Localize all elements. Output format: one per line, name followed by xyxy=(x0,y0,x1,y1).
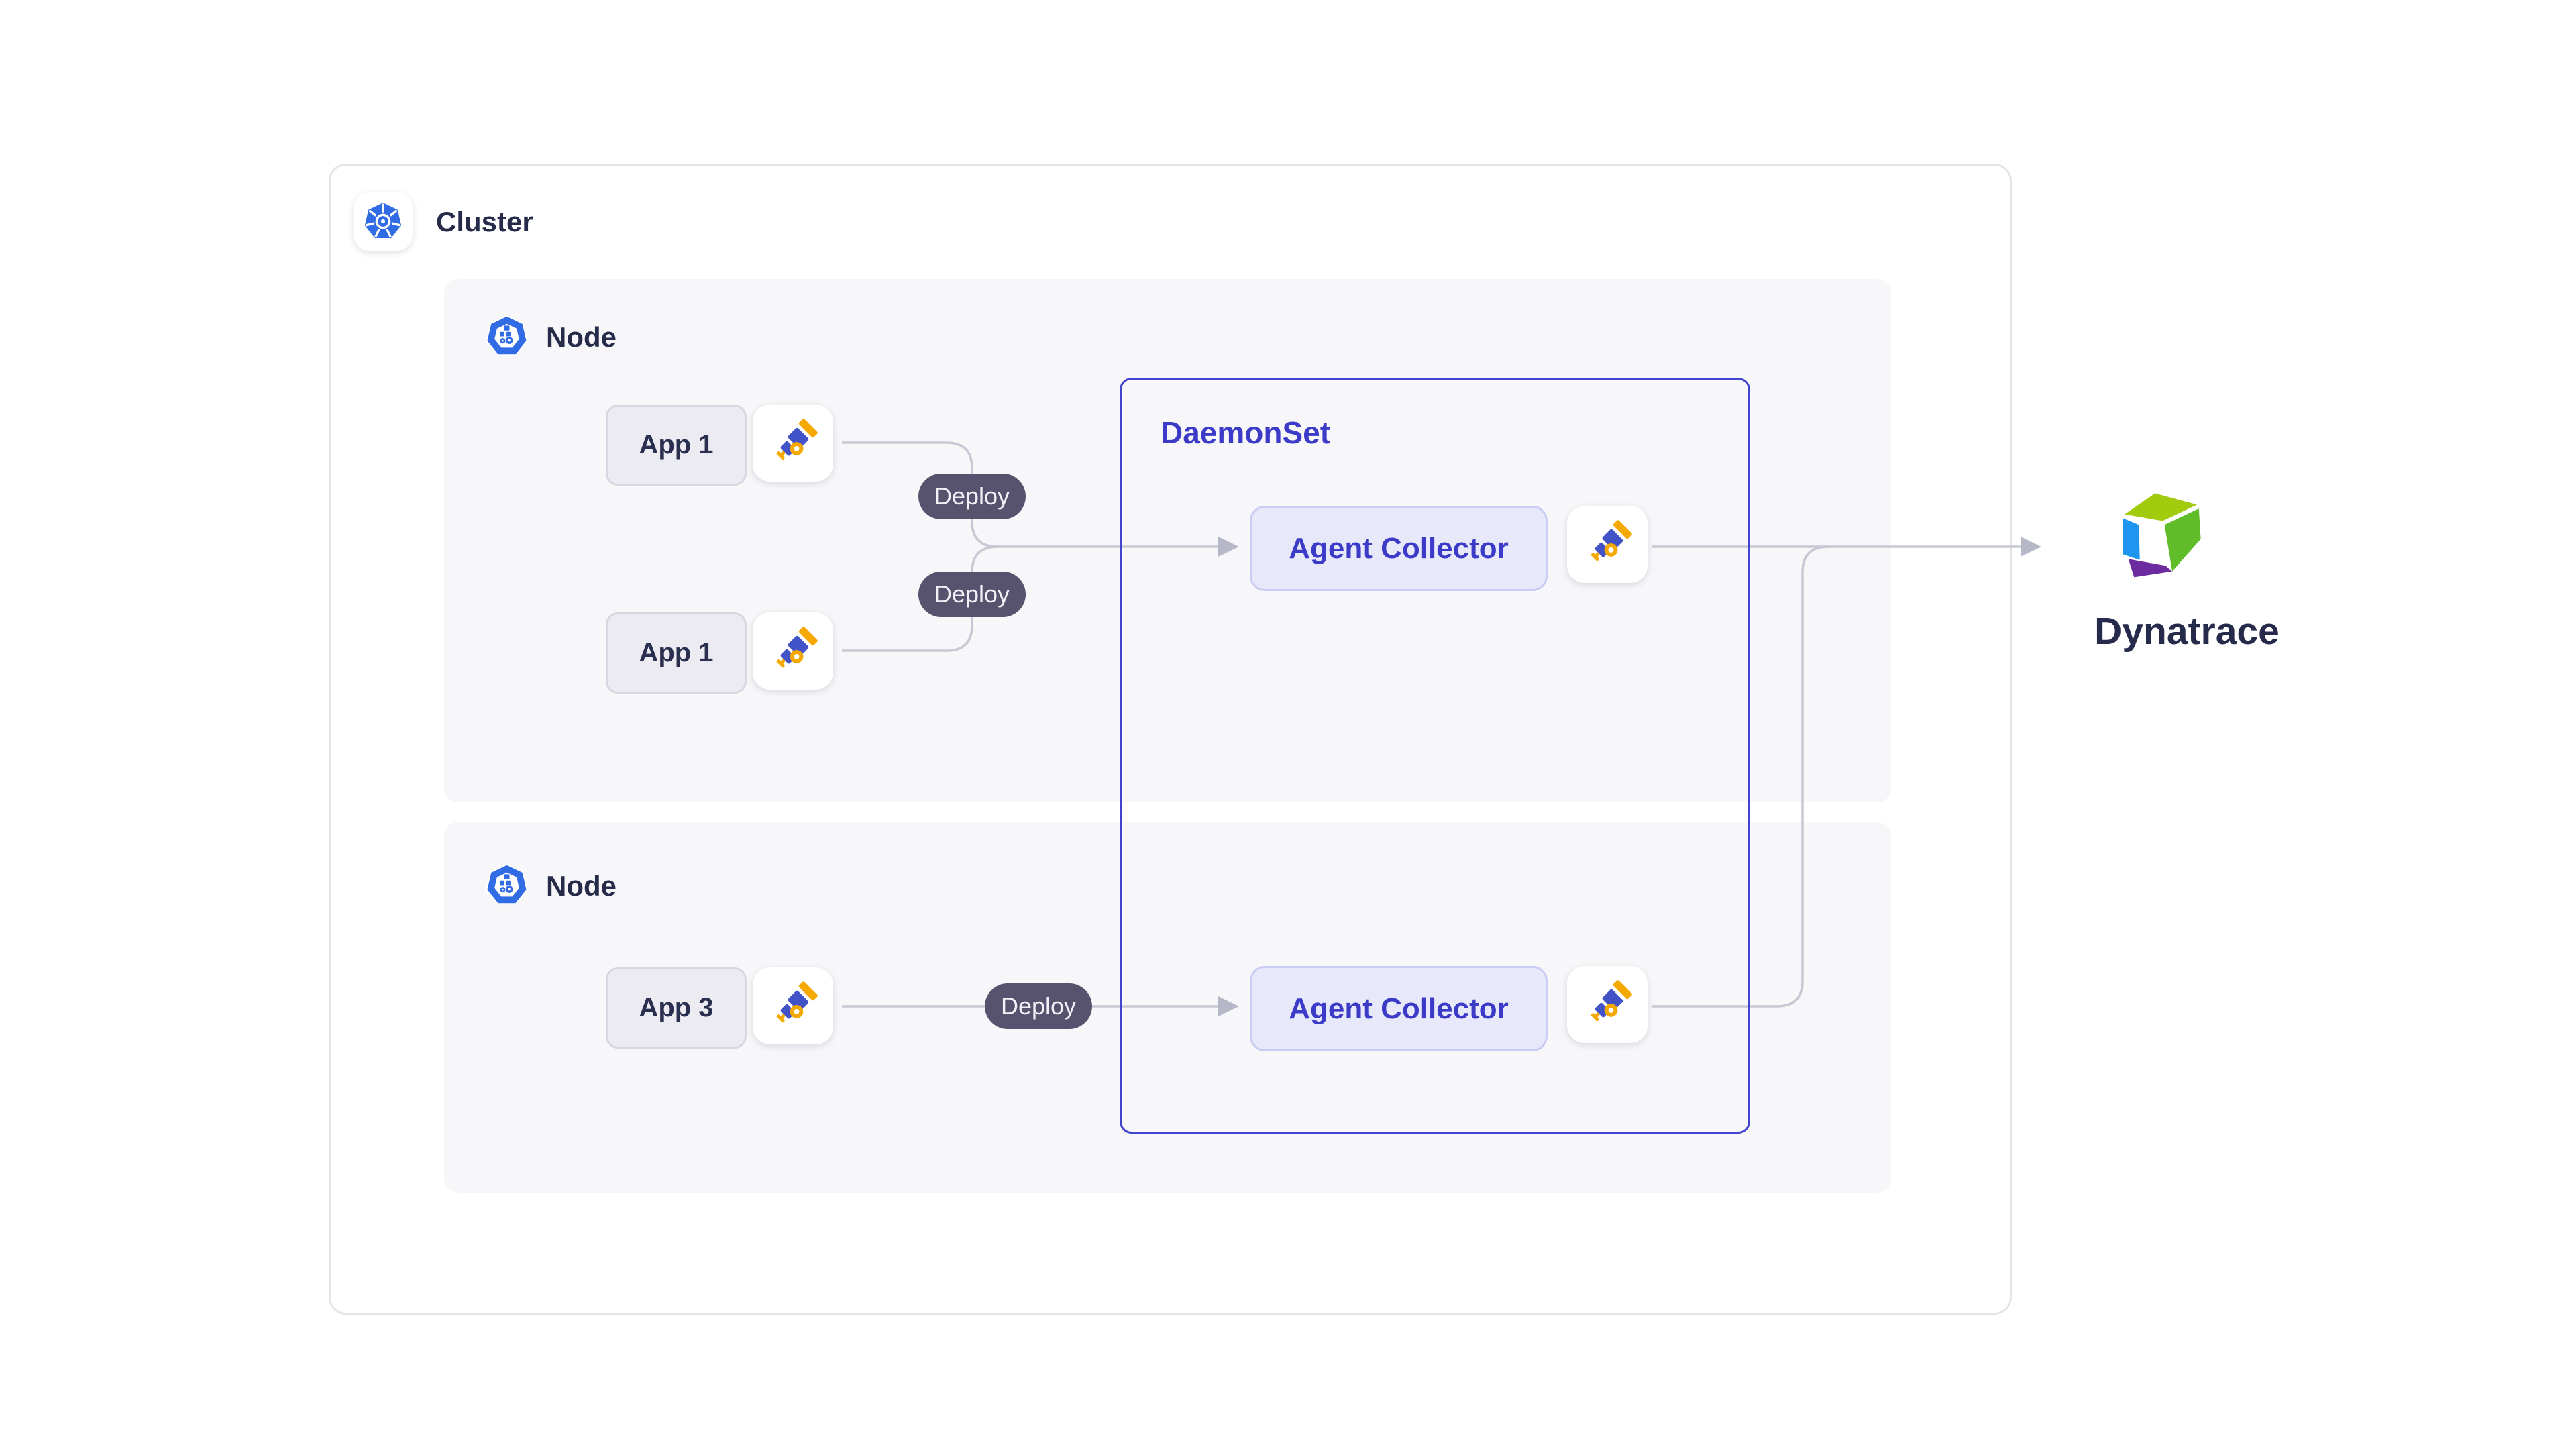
app-box: App 3 xyxy=(606,967,747,1049)
dynatrace-logo xyxy=(2123,493,2201,578)
app-box: App 1 xyxy=(606,405,747,486)
deploy-badge: Deploy xyxy=(918,572,1026,617)
daemonset-box xyxy=(1120,378,1750,1134)
kubernetes-node-icon xyxy=(486,863,528,905)
opentelemetry-icon xyxy=(1567,506,1648,583)
deploy-badge: Deploy xyxy=(918,474,1026,519)
kubernetes-node-icon xyxy=(486,315,528,356)
connector-app1b xyxy=(842,545,998,652)
connector-collector2-out xyxy=(1652,545,1829,1008)
agent-collector-box: Agent Collector xyxy=(1250,506,1548,591)
opentelemetry-icon xyxy=(1567,966,1648,1043)
cluster-label: Cluster xyxy=(436,206,533,237)
opentelemetry-icon xyxy=(753,405,833,482)
agent-collector-box: Agent Collector xyxy=(1250,966,1548,1051)
kubernetes-wheel-icon xyxy=(364,201,402,239)
node-box-1 xyxy=(444,279,1891,802)
node2-label: Node xyxy=(546,870,616,902)
dynatrace-label: Dynatrace xyxy=(2094,610,2279,653)
daemonset-label: DaemonSet xyxy=(1161,415,1331,450)
app-box: App 1 xyxy=(606,612,747,694)
opentelemetry-icon xyxy=(753,612,833,690)
kubernetes-cluster-icon xyxy=(354,192,413,251)
arrowhead-dynatrace xyxy=(2021,537,2041,557)
node1-label: Node xyxy=(546,321,616,353)
arrowhead-collector2 xyxy=(1218,996,1239,1016)
opentelemetry-icon xyxy=(753,967,833,1044)
arrowhead-collector1 xyxy=(1218,537,1239,557)
deploy-badge: Deploy xyxy=(985,983,1092,1029)
